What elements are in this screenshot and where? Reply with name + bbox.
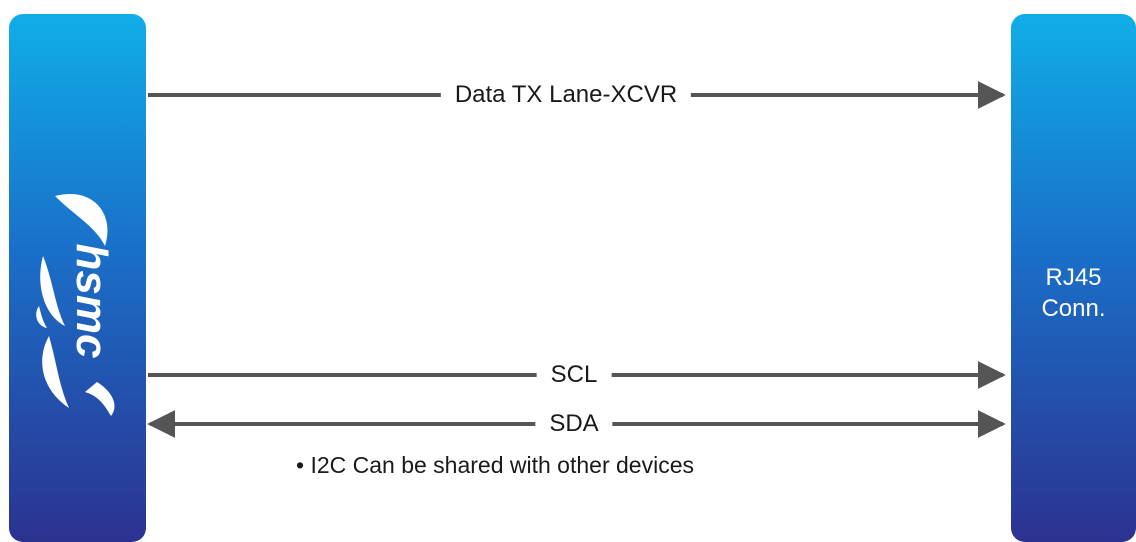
rj45-connector-block: RJ45 Conn. [1011, 14, 1136, 542]
rj45-label: RJ45 Conn. [1041, 264, 1106, 322]
hsmc-block: hsmc [9, 14, 146, 542]
hsmc-logo-text: hsmc [67, 244, 116, 359]
data-tx-label: Data TX Lane-XCVR [440, 80, 692, 110]
hsmc-logo-icon: hsmc [36, 194, 116, 416]
i2c-note: • I2C Can be shared with other devices [296, 452, 694, 478]
sda-label: SDA [535, 409, 613, 439]
scl-label: SCL [536, 360, 612, 390]
